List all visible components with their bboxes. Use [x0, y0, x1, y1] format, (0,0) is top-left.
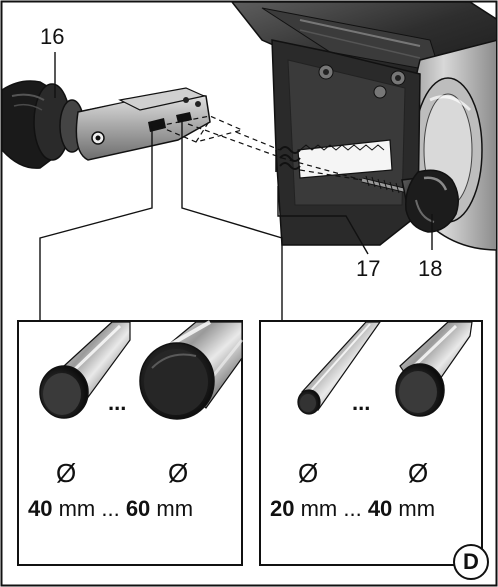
pipe-holder-16 [2, 80, 211, 169]
panel-large-min-value: 40 [28, 496, 53, 521]
panel-small-dots: ... [352, 390, 371, 415]
pipe-40mm-right [395, 321, 473, 417]
panel-small-max-value: 40 [367, 496, 393, 521]
pipe-40mm-left [39, 321, 131, 419]
panel-large-dots: ... [108, 390, 127, 415]
dashed-guides [155, 115, 363, 181]
panel-small-pipes [259, 320, 483, 566]
panel-large-max-unit: mm [150, 496, 194, 521]
callout-17: 17 [356, 256, 381, 281]
machine-body [231, 2, 496, 251]
panel-large-diameter-left: Ø [56, 458, 77, 488]
spring-17 [275, 146, 301, 172]
panel-small-max-unit: mm [392, 496, 436, 521]
panel-small-diameter-left: Ø [298, 458, 319, 488]
pipe-60mm [139, 320, 244, 420]
panel-large-diameter-right: Ø [168, 458, 189, 488]
panel-small-range: 20 mm ... 40 mm [270, 498, 435, 520]
pipe-20mm [297, 321, 382, 415]
callout-16: 16 [40, 24, 65, 49]
panel-large-pipes [17, 320, 244, 566]
clamping-knob-18 [361, 169, 459, 233]
callout-18: 18 [418, 256, 443, 281]
panel-small-diameter-right: Ø [408, 458, 429, 488]
panel-small-min-value: 20 [270, 496, 295, 521]
panel-large-range: 40 mm ... 60 mm [28, 498, 193, 520]
panel-small-min-unit: mm ... [294, 496, 368, 521]
panel-large-min-unit: mm ... [52, 496, 126, 521]
panel-large-max-value: 60 [125, 496, 151, 521]
leader-lines [39, 52, 433, 321]
figure-label-badge: D [453, 544, 489, 580]
